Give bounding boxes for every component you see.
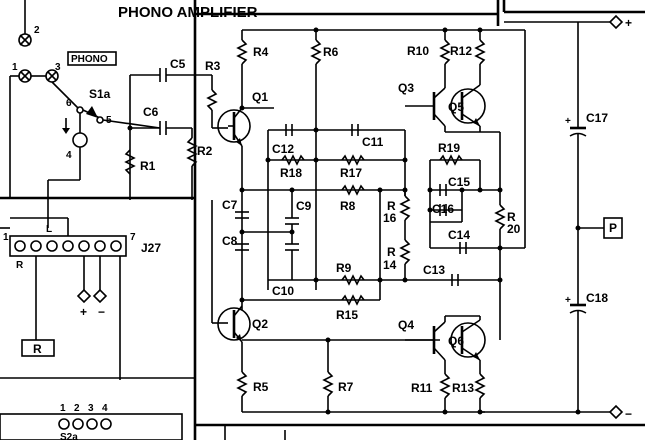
r8-label: R8 (340, 199, 356, 213)
r20-label-a: R (507, 210, 516, 224)
j27-pin-first: 1 (3, 232, 9, 243)
r17-label: R17 (340, 166, 362, 180)
feedback-network: C12 C11 R18 R17 (267, 124, 406, 290)
q1-stage: R4 Q1 R6 (217, 29, 490, 310)
r18-label: R18 (280, 166, 302, 180)
switch-pin-2: 2 (34, 25, 40, 36)
output-p-label: P (609, 221, 617, 235)
j27-pin-last: 7 (130, 232, 136, 243)
r4-label: R4 (253, 45, 269, 59)
r3-label: R3 (205, 59, 221, 73)
q2-label: Q2 (252, 317, 268, 331)
output-p-box (603, 217, 623, 239)
j27-l-mark: L (46, 224, 52, 235)
s2a-pin-1: 1 (60, 403, 66, 414)
r10-label: R10 (407, 44, 429, 58)
junction-dots (127, 27, 503, 415)
q3-label: Q3 (398, 81, 414, 95)
r16-label-a: R (387, 199, 396, 213)
switch-s1a: 2 1 3 PHONO 6 S1a 5 4 (9, 0, 117, 198)
r5-label: R5 (253, 380, 269, 394)
switch-pin-4: 4 (66, 150, 72, 161)
r9-label: R9 (336, 261, 352, 275)
s2a-label: S2a (60, 432, 78, 440)
r14-label-a: R (387, 245, 396, 259)
negative-terminal-label: − (625, 407, 632, 421)
power-rail: + − + C17 P + C18 (504, 14, 632, 421)
r15-label: R15 (336, 308, 358, 322)
q4-q6-stage: Q4 Q6 R11 R13 (398, 315, 620, 413)
j27-label: J27 (141, 241, 161, 255)
c6-label: C6 (143, 105, 159, 119)
mid-network: R8 C7 C8 C9 C10 R9 R15 (222, 184, 405, 322)
negative-terminal-icon (608, 404, 624, 420)
s2a-pin-2: 2 (74, 403, 80, 414)
switch-pin-6: 6 (66, 98, 72, 109)
c17-plus: + (565, 116, 571, 127)
c10-label: C10 (272, 284, 294, 298)
phono-label: PHONO (71, 54, 108, 65)
c16-label: C16 (432, 202, 454, 216)
j27-plus: + (80, 305, 87, 319)
r11-label: R11 (411, 381, 433, 395)
c7-label: C7 (222, 198, 238, 212)
r20-label-b: 20 (507, 222, 521, 236)
c8-label: C8 (222, 234, 238, 248)
c5-label: C5 (170, 57, 186, 71)
q4-label: Q4 (398, 318, 414, 332)
positive-terminal-icon (608, 14, 624, 30)
plus-terminal-icon (76, 288, 92, 304)
switch-s2a: 1 2 3 4 S2a (0, 377, 195, 440)
r16-r14: R 16 R 14 (383, 190, 411, 280)
r2-label: R2 (197, 144, 213, 158)
r7-label: R7 (338, 380, 354, 394)
minus-terminal-icon (92, 288, 108, 304)
c12-label: C12 (272, 142, 294, 156)
s2a-pin-3: 3 (88, 403, 94, 414)
c14-label: C14 (448, 228, 470, 242)
q1-label: Q1 (252, 90, 268, 104)
c11-label: C11 (362, 135, 384, 149)
switch-pin-3: 3 (55, 62, 61, 73)
c18-plus: + (565, 295, 571, 306)
switch-pin-1: 1 (12, 62, 18, 73)
c13-label: C13 (423, 263, 445, 277)
q5-label: Q5 (448, 100, 464, 114)
j27-minus: − (98, 305, 105, 319)
r-box (21, 339, 55, 357)
q3-q5-stage: R10 R12 Q3 Q5 (398, 30, 501, 190)
c18-label: C18 (586, 291, 608, 305)
r14-label-b: 14 (383, 258, 397, 272)
s2a-pin-4: 4 (102, 403, 108, 414)
c9-label: C9 (296, 199, 312, 213)
r19-label: R19 (438, 141, 460, 155)
phono-label-box (67, 51, 117, 66)
r13-label: R13 (452, 381, 474, 395)
switch-name: S1a (89, 87, 111, 101)
r16-label-b: 16 (383, 211, 397, 225)
r-box-label: R (33, 342, 42, 356)
c17-label: C17 (586, 111, 608, 125)
input-network: C5 C6 R1 R2 R3 (102, 57, 228, 200)
r6-label: R6 (323, 45, 339, 59)
j27-r-label: R (16, 260, 24, 271)
r1-label: R1 (140, 159, 156, 173)
output-feedback: R19 C15 C16 C14 C13 R 20 (405, 29, 526, 340)
r12-label: R12 (450, 44, 472, 58)
positive-terminal-label: + (625, 16, 632, 30)
connector-j27: 1 7 J27 L R R + − (0, 180, 161, 380)
diagram-title: PHONO AMPLIFIER (118, 4, 258, 21)
q6-label: Q6 (448, 334, 464, 348)
c15-label: C15 (448, 175, 470, 189)
